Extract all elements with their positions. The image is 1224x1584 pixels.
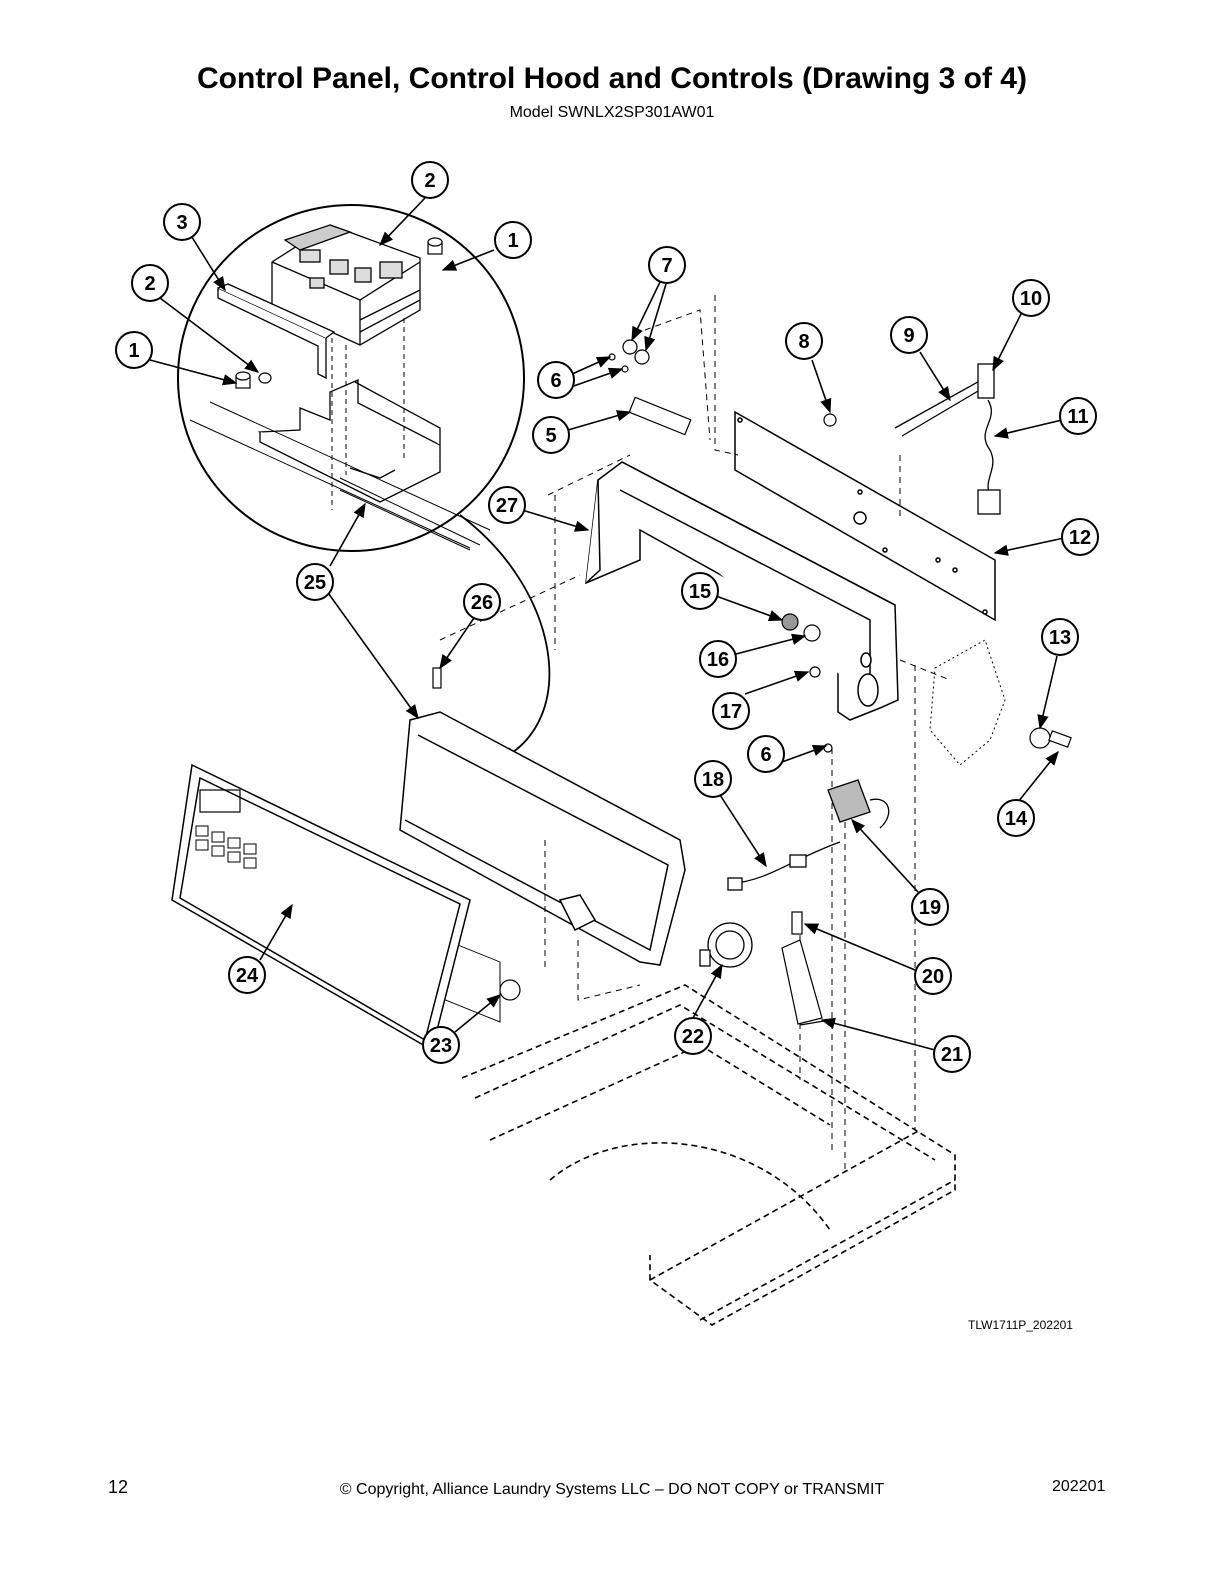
callout-20: 20 — [914, 957, 952, 995]
screw-6-lower — [823, 743, 833, 753]
nut-16 — [803, 624, 821, 642]
screw-1-left — [235, 371, 251, 389]
selector-switch-22 — [699, 922, 753, 968]
callout-27: 27 — [488, 486, 526, 524]
svg-text:1: 1 — [507, 230, 518, 252]
callout-3: 3 — [163, 203, 201, 241]
svg-text:17: 17 — [720, 701, 742, 723]
callout-24: 24 — [228, 956, 266, 994]
callout-leaders — [149, 197, 1065, 1051]
svg-text:5: 5 — [545, 425, 556, 447]
screw-20 — [791, 911, 803, 935]
svg-text:12: 12 — [1069, 527, 1091, 549]
control-panel — [399, 711, 686, 1023]
screw-26 — [432, 667, 442, 689]
svg-text:6: 6 — [550, 370, 561, 392]
washer-2 — [258, 372, 272, 384]
callout-2: 2 — [131, 264, 169, 302]
board-tray — [257, 379, 441, 503]
svg-text:20: 20 — [922, 966, 944, 988]
svg-text:3: 3 — [176, 212, 187, 234]
svg-text:6: 6 — [760, 744, 771, 766]
copyright-notice: © Copyright, Alliance Laundry Systems LL… — [339, 1481, 885, 1498]
callout-6-a: 6 — [537, 361, 575, 399]
screw-14 — [1048, 730, 1072, 748]
knob-23 — [499, 979, 521, 1001]
rear-panel — [734, 410, 996, 622]
page-title: Control Panel, Control Hood and Controls… — [197, 62, 1027, 95]
svg-text:22: 22 — [682, 1026, 704, 1048]
svg-text:11: 11 — [1067, 406, 1088, 428]
transformer-19 — [827, 779, 890, 829]
svg-text:2: 2 — [144, 273, 155, 295]
callout-11: 11 — [1059, 397, 1097, 435]
callout-13: 13 — [1041, 618, 1079, 656]
callout-17: 17 — [712, 692, 750, 730]
harness-18 — [727, 841, 841, 891]
callout-7: 7 — [648, 246, 686, 284]
callouts: 2 1 3 2 1 7 6 5 8 9 10 11 12 13 14 15 16… — [115, 161, 1099, 1073]
control-board — [271, 224, 421, 346]
svg-text:15: 15 — [689, 581, 711, 603]
control-hood — [585, 461, 899, 721]
callout-1-b: 1 — [115, 331, 153, 369]
callout-15: 15 — [681, 572, 719, 610]
drawing-code: TLW1711P_202201 — [968, 1318, 1073, 1332]
svg-text:8: 8 — [798, 331, 809, 353]
callout-25: 25 — [296, 563, 334, 601]
svg-text:14: 14 — [1005, 808, 1028, 830]
callout-6-b: 6 — [747, 735, 785, 773]
nut-7b — [634, 349, 650, 365]
callout-1-a: 1 — [494, 221, 532, 259]
svg-text:26: 26 — [471, 592, 493, 614]
screw-1-right — [427, 237, 443, 255]
svg-text:25: 25 — [304, 572, 326, 594]
svg-text:18: 18 — [702, 769, 724, 791]
callout-10: 10 — [1012, 279, 1050, 317]
model-number: Model SWNLX2SP301AW01 — [509, 104, 715, 121]
callout-8: 8 — [785, 322, 823, 360]
svg-text:27: 27 — [496, 495, 518, 517]
callout-22: 22 — [674, 1017, 712, 1055]
lid-lock-outline — [929, 639, 1006, 766]
detail-circle — [177, 204, 525, 552]
svg-text:1: 1 — [128, 340, 139, 362]
bracket-21 — [781, 939, 823, 1025]
callout-9: 9 — [890, 316, 928, 354]
mounting-bracket — [217, 283, 336, 380]
screw-17 — [809, 666, 821, 678]
bushing-15 — [781, 613, 799, 631]
nut-13 — [1029, 727, 1051, 749]
clip-5 — [628, 396, 692, 436]
screw-8 — [823, 413, 837, 427]
callout-23: 23 — [422, 1026, 460, 1064]
date-code: 202201 — [1052, 1478, 1106, 1495]
svg-text:19: 19 — [919, 897, 941, 919]
svg-text:2: 2 — [424, 170, 435, 192]
callout-21: 21 — [933, 1035, 971, 1073]
callout-12: 12 — [1061, 518, 1099, 556]
callout-5: 5 — [532, 416, 570, 454]
power-cord — [894, 363, 1001, 515]
callout-4: 2 — [411, 161, 449, 199]
svg-text:10: 10 — [1020, 288, 1042, 310]
svg-text:21: 21 — [941, 1044, 963, 1066]
callout-18: 18 — [694, 760, 732, 798]
screw-6b — [621, 365, 629, 373]
page-number: 12 — [108, 1477, 129, 1497]
callout-19: 19 — [911, 888, 949, 926]
callout-16: 16 — [699, 640, 737, 678]
callout-14: 14 — [997, 799, 1035, 837]
svg-text:9: 9 — [903, 325, 914, 347]
nut-7a — [622, 339, 638, 355]
svg-text:24: 24 — [236, 965, 259, 987]
svg-text:16: 16 — [707, 649, 729, 671]
svg-text:7: 7 — [661, 255, 672, 277]
svg-text:23: 23 — [430, 1035, 452, 1057]
callout-26: 26 — [463, 583, 501, 621]
svg-text:13: 13 — [1049, 627, 1071, 649]
